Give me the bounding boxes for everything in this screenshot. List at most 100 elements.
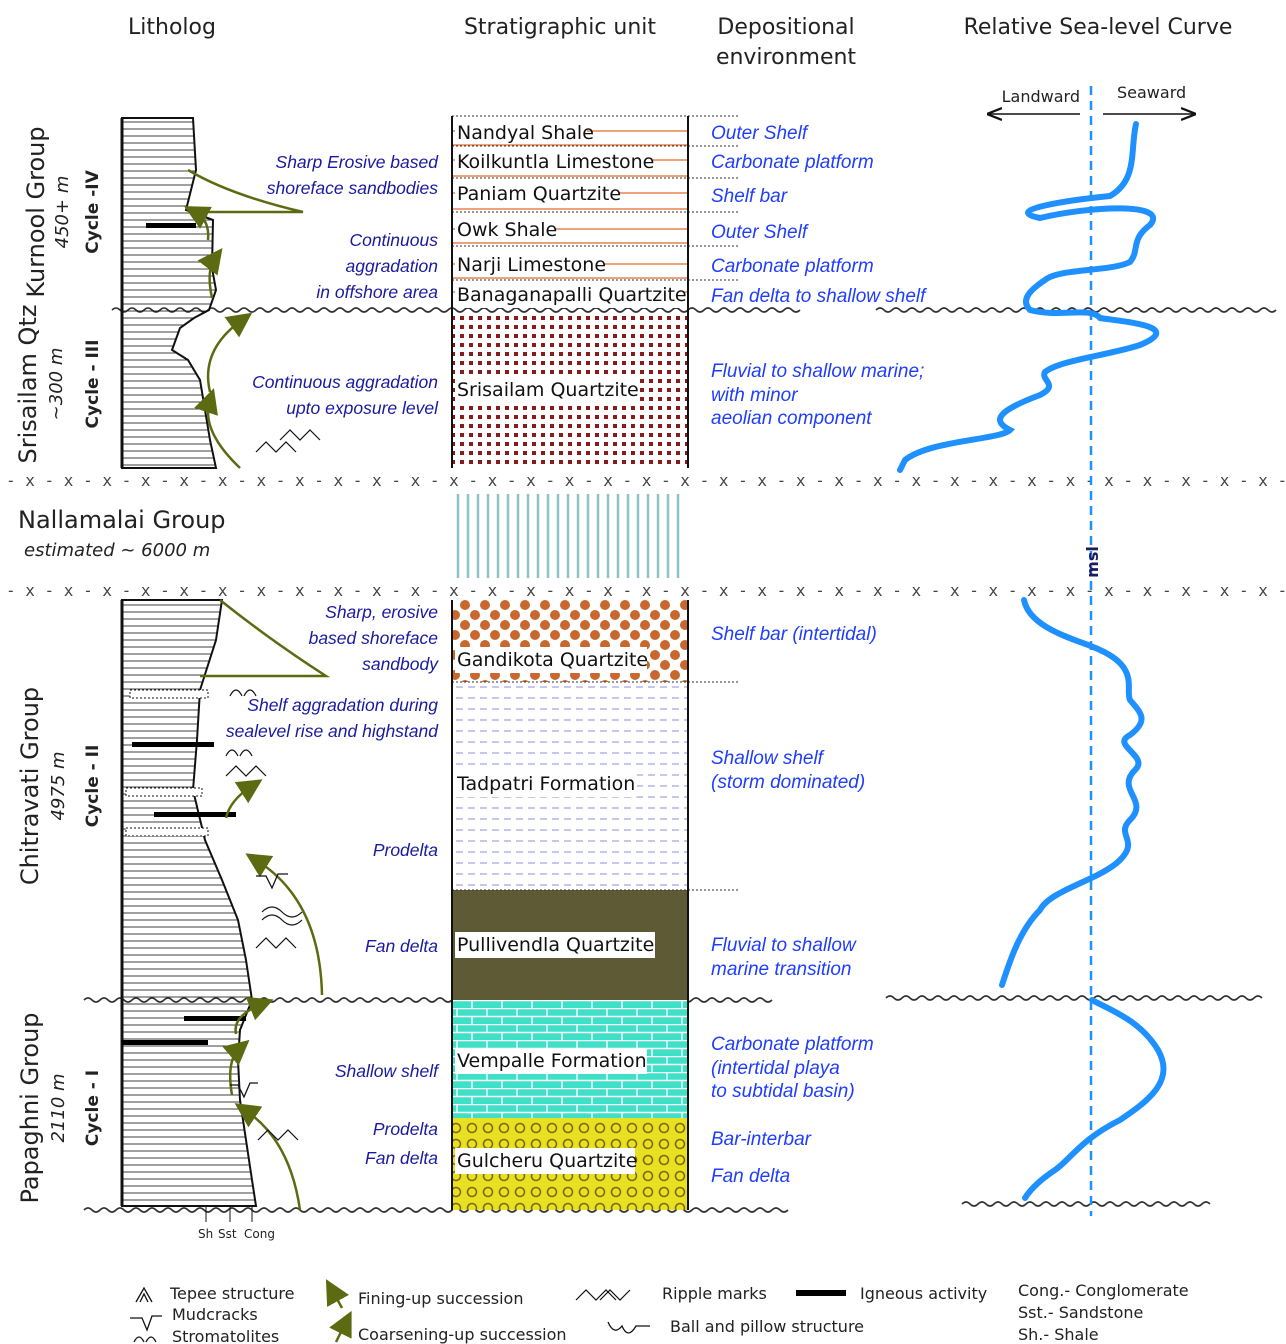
legend-sst: Sst.- Sandstone [1018, 1303, 1143, 1322]
unit-koilkuntla: Koilkuntla Limestone [457, 151, 654, 173]
srisailam-thickness: ~300 m [46, 348, 67, 421]
process-prodelta-2: Prodelta [373, 1119, 438, 1139]
unit-banaganapalli: Banaganapalli Quartzite [457, 284, 687, 306]
scale-sh: Sh [198, 1227, 213, 1241]
igneous-bar [132, 742, 214, 747]
sea-level-curve: msl Landward Seaward [897, 83, 1193, 1216]
env-shelf-bar: Shelf bar [711, 186, 788, 207]
env-shelf-bar-intertidal: Shelf bar (intertidal) [711, 624, 877, 645]
legend-igneous: Igneous activity [860, 1284, 987, 1303]
process-shelf-aggr-2: sealevel rise and highstand [226, 721, 439, 741]
nallamalai-thickness: estimated ~ 6000 m [24, 540, 210, 561]
process-continuous-3: in offshore area [316, 282, 438, 302]
igneous-bar [184, 1016, 246, 1021]
env-fluvial-trans-1: Fluvial to shallow [711, 935, 857, 956]
process-sharp-b-1: Sharp, erosive [325, 602, 438, 622]
stromatolite-icon [133, 1336, 157, 1343]
igneous-icon [796, 1290, 846, 1296]
landward-label: Landward [1002, 87, 1080, 106]
coarsening-arrow-icon [329, 1310, 352, 1343]
process-prodelta-1: Prodelta [373, 840, 438, 860]
msl-label: msl [1083, 546, 1102, 578]
env-bar-interbar: Bar-interbar [711, 1129, 812, 1150]
env-carb-plat-2: (intertidal playa [711, 1058, 840, 1079]
papaghni-thickness: 2110 m [48, 1073, 69, 1142]
legend-ball-pillow: Ball and pillow structure [670, 1317, 864, 1336]
process-fan-delta-2: Fan delta [365, 1148, 438, 1168]
unit-pullivendla: Pullivendla Quartzite [457, 934, 654, 956]
fining-arrow-icon [325, 1279, 349, 1309]
unit-labels: Nandyal Shale Koilkuntla Limestone Pania… [455, 118, 687, 1174]
legend-stromatolites: Stromatolites [172, 1327, 279, 1344]
scale-sst: Sst [218, 1227, 237, 1241]
unit-narji: Narji Limestone [457, 254, 606, 276]
igneous-bar [154, 812, 236, 817]
env-fluvial-1: Fluvial to shallow marine; [711, 361, 924, 382]
cycle-ii: Cycle - II [83, 745, 103, 828]
env-outer-shelf-1: Outer Shelf [711, 123, 809, 144]
stratigraphic-column [451, 115, 738, 1210]
ball-pillow-icon [607, 1321, 650, 1334]
env-fluvial-3: aeolian component [711, 408, 872, 429]
igneous-bar [146, 223, 196, 228]
unit-vempalle: Vempalle Formation [457, 1050, 647, 1072]
cycle-iii: Cycle - III [83, 340, 103, 429]
kurnool-thickness: 450+ m [52, 176, 73, 249]
unit-tadpatri: Tadpatri Formation [456, 773, 635, 795]
header-stratigraphic-unit: Stratigraphic unit [464, 15, 656, 40]
process-continuous-2: aggradation [346, 256, 438, 276]
group-srisailam: Srisailam Qtz [14, 305, 42, 464]
legend-mudcracks: Mudcracks [172, 1305, 258, 1324]
group-nallamalai: Nallamalai Group [18, 506, 226, 534]
header-sea-level: Relative Sea-level Curve [964, 15, 1233, 40]
process-labels: Sharp Erosive based shoreface sandbodies… [226, 152, 440, 1168]
ripple-icon [575, 1289, 631, 1301]
legend-fining: Fining-up succession [358, 1289, 523, 1308]
unit-nandyal: Nandyal Shale [457, 122, 594, 144]
mudcracks-icon [130, 1315, 162, 1332]
separator-top: - x - x - x - x - x - x - x - x - x - x … [6, 471, 1286, 490]
env-carb-plat-3: to subtidal basin) [711, 1081, 855, 1102]
process-cont-aggr-1: Continuous aggradation [252, 372, 438, 392]
env-fan-delta-shelf: Fan delta to shallow shelf [711, 286, 927, 307]
group-chitravati: Chitravati Group [16, 687, 44, 885]
legend-ripple: Ripple marks [662, 1284, 767, 1303]
process-shelf-aggr-1: Shelf aggradation during [247, 695, 438, 715]
env-fluvial-trans-2: marine transition [711, 959, 851, 980]
unit-owk: Owk Shale [457, 219, 557, 241]
legend: Tepee structure Mudcracks Stromatolites … [130, 1279, 1189, 1344]
env-shallow-shelf-2: (storm dominated) [711, 772, 865, 793]
legend-coarsening: Coarsening-up succession [358, 1325, 567, 1344]
process-sharp-erosive-1: Sharp Erosive based [276, 152, 440, 172]
legend-tepee: Tepee structure [169, 1284, 294, 1303]
cycle-iv: Cycle -IV [83, 169, 103, 253]
env-carb-platform-2: Carbonate platform [711, 256, 874, 277]
environment-labels: Outer Shelf Carbonate platform Shelf bar… [711, 123, 927, 1187]
process-sharp-b-2: based shoreface [309, 628, 439, 648]
legend-sh: Sh.- Shale [1018, 1325, 1099, 1344]
env-outer-shelf-2: Outer Shelf [711, 222, 809, 243]
tepee-icon [135, 1286, 153, 1303]
separator-bottom: - x - x - x - x - x - x - x - x - x - x … [6, 581, 1286, 600]
legend-cong: Cong.- Conglomerate [1018, 1281, 1189, 1300]
cycle-i: Cycle - I [83, 1070, 103, 1146]
seaward-label: Seaward [1117, 83, 1186, 102]
unit-srisailam: Srisailam Quartzite [457, 379, 639, 401]
env-carb-plat-1: Carbonate platform [711, 1034, 874, 1055]
litholog-column: Sh Sst Cong [120, 117, 331, 1241]
header-depositional-1: Depositional [717, 15, 854, 40]
process-shallow-shelf: Shallow shelf [335, 1061, 440, 1081]
env-carb-platform-1: Carbonate platform [711, 152, 874, 173]
process-cont-aggr-2: upto exposure level [286, 398, 439, 418]
process-fan-delta-1: Fan delta [365, 936, 438, 956]
igneous-bar [122, 1040, 208, 1045]
process-sharp-b-3: sandbody [362, 654, 439, 674]
unit-gandikota: Gandikota Quartzite [457, 649, 648, 671]
env-shallow-shelf-1: Shallow shelf [711, 748, 825, 769]
scale-cong: Cong [244, 1227, 275, 1241]
group-kurnool: Kurnool Group [22, 126, 50, 297]
chitravati-thickness: 4975 m [48, 751, 69, 820]
env-fan-delta: Fan delta [711, 1166, 790, 1187]
header-litholog: Litholog [128, 15, 216, 40]
